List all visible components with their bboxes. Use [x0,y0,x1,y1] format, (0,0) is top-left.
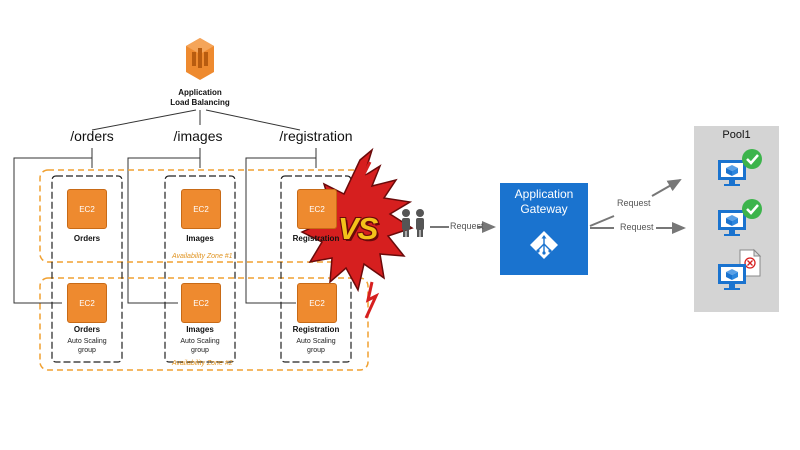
request-label-upper: Request [617,198,651,208]
route-images: /images [173,128,223,144]
asg-label-orders: Auto Scaling group [67,338,107,354]
aws-load-balancer-icon [186,38,214,80]
route-registration: /registration [279,128,353,144]
gateway-title: Application Gateway [514,187,574,216]
monitor-icon [718,210,746,236]
availability-zone-2 [39,277,369,371]
pool-title: Pool1 [722,129,751,141]
gateway-icon [530,231,558,259]
zone1-service-images: Images [186,234,214,243]
application-gateway: Application Gateway [500,183,588,275]
server-healthy-2 [718,199,762,236]
zone1-label: Availability Zone #1 [172,253,233,260]
asg-images [164,175,236,363]
asg-label-registration: Auto Scaling group [296,338,336,354]
request-label-incoming: Request [450,221,484,231]
zone1-service-registration: Registration [292,234,340,243]
users-icon [402,209,424,237]
asg-registration [280,175,352,363]
request-arrows [430,179,686,234]
server-unhealthy [718,248,762,290]
check-icon [742,199,762,219]
server-healthy-1 [718,149,762,186]
ec2-icon: EC2 [297,283,337,323]
asg-orders [51,175,123,363]
zone2-service-orders: Orders [73,325,101,334]
ec2-icon: EC2 [297,189,337,229]
asg-label-images: Auto Scaling group [180,338,220,354]
request-label-lower: Request [620,222,654,232]
monitor-icon [718,264,746,290]
zone2-service-registration: Registration [292,325,340,334]
vs-label: VS [338,211,378,246]
monitor-icon [718,160,746,186]
route-orders: /orders [70,128,114,144]
lb-connector-lines [13,109,317,304]
check-icon [742,149,762,169]
ec2-icon: EC2 [67,283,107,323]
ec2-icon: EC2 [67,189,107,229]
load-balancer-title: Application Load Balancing [170,88,230,107]
zone2-label: Availability Zone #2 [172,360,233,367]
zone2-service-images: Images [186,325,214,334]
ec2-icon: EC2 [181,189,221,229]
ec2-icon: EC2 [181,283,221,323]
zone1-service-orders: Orders [73,234,101,243]
